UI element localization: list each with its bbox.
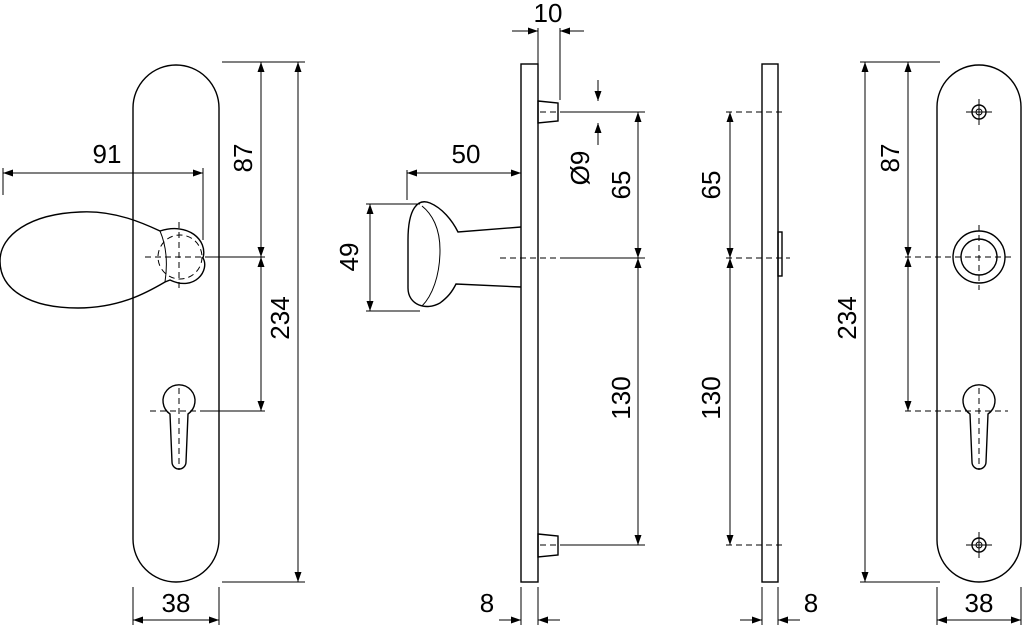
dim-label-side-knob-depth: 50 [452,139,481,169]
back-view: 234 87 38 [832,61,1022,625]
side-knob [407,201,522,308]
side-lower-screw [537,533,559,558]
front-view: 91 87 234 38 [0,61,305,625]
dim-label-back-total: 234 [832,296,862,339]
dim-label-inner-plate-thickness: 8 [804,588,818,618]
side-knob-inner [421,205,441,307]
side-plate [520,63,539,583]
dim-label-side-plate-thickness: 8 [480,588,494,618]
front-plate [132,64,220,583]
inner-spindle-stub [777,231,783,277]
dim-label-inner-upper-offset: 65 [696,171,726,200]
side-upper-screw [537,100,559,124]
front-cylinder-hole [162,384,196,470]
inner-plate [761,63,779,583]
dim-label-back-upper: 87 [875,144,905,173]
dim-label-side-thickness: 10 [534,0,563,28]
dim-label-front-knob: 91 [93,139,122,169]
front-knob [0,211,206,309]
side-view: 10 50 49 Ø9 65 130 8 [334,0,645,625]
dim-label-front-width: 38 [162,588,191,618]
dim-label-inner-lower-offset: 130 [696,376,726,419]
dim-label-side-lower-offset: 130 [606,376,636,419]
dim-label-front-total: 234 [265,296,295,339]
dim-label-side-screw-offset: 65 [606,171,636,200]
back-cylinder-hole [962,384,996,470]
dim-label-side-screw-diameter: Ø9 [565,151,595,186]
back-plate [936,64,1022,583]
dim-label-back-width: 38 [965,588,994,618]
dim-label-front-upper: 87 [228,144,258,173]
dim-label-side-knob-height: 49 [334,243,364,272]
front-knob-neck [159,230,167,283]
inner-side-view: 65 130 8 [696,63,818,625]
front-spindle-circle [157,234,203,280]
